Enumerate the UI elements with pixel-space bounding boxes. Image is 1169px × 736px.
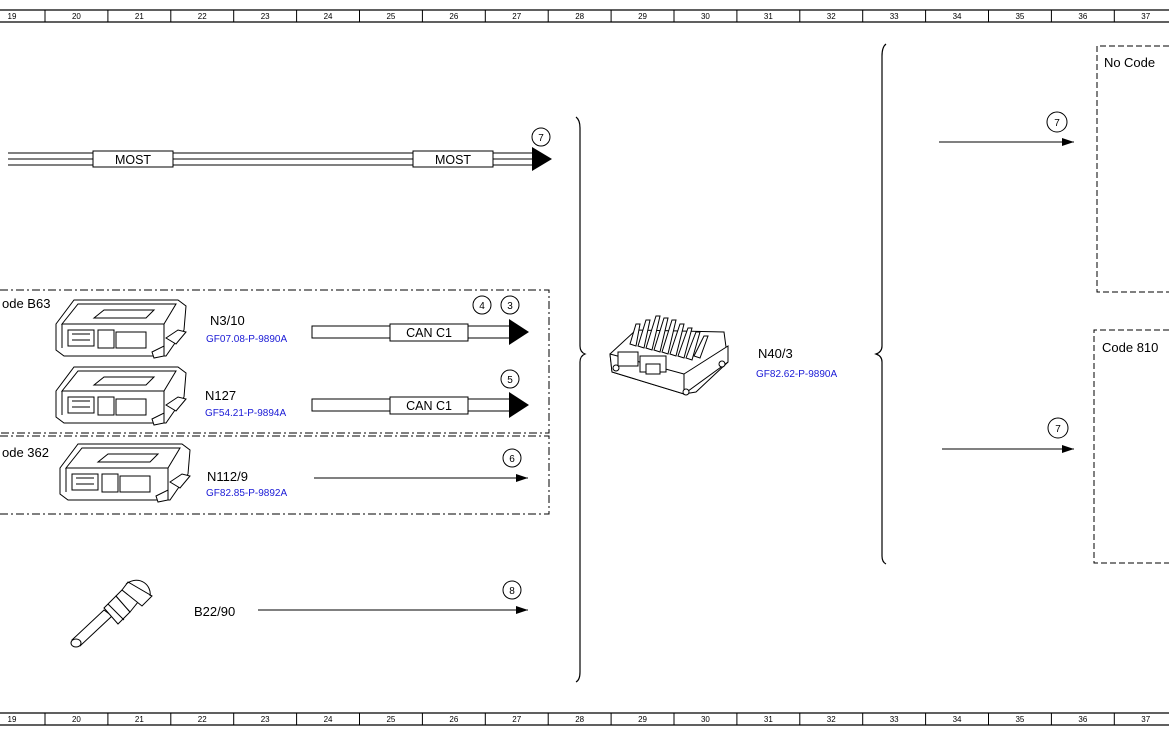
- variant-box-no-code: No Code: [1096, 45, 1169, 293]
- top-ruler-number: 22: [198, 12, 207, 21]
- variant-box-code-810: Code 810: [1093, 329, 1169, 564]
- most-bus-arrow: [532, 147, 552, 171]
- group-code-362: ode 362 N112/9 GF82.85-P-9892A 6: [0, 435, 550, 515]
- most-label-box[interactable]: MOST: [92, 150, 174, 168]
- sensor-icon[interactable]: [70, 579, 153, 648]
- output-brace: [874, 43, 887, 565]
- top-ruler-number: 29: [638, 12, 647, 21]
- box-title-prefix: No: [1104, 55, 1121, 70]
- can-bus: CAN C1: [311, 319, 529, 345]
- bottom-ruler-number: 29: [638, 715, 647, 724]
- top-ruler-number: 19: [8, 12, 17, 21]
- top-ruler-number: 25: [386, 12, 395, 21]
- can-bus: CAN C1: [311, 392, 529, 418]
- connector-number: 7: [1055, 424, 1061, 435]
- component-id: N112/9: [207, 469, 248, 484]
- control-module-icon[interactable]: [55, 366, 187, 426]
- bottom-ruler-number: 25: [386, 715, 395, 724]
- top-ruler-number: 24: [324, 12, 333, 21]
- top-ruler-number: 27: [512, 12, 521, 21]
- top-ruler-number: 34: [953, 12, 962, 21]
- component-id: B22/90: [194, 604, 235, 619]
- connector-marker[interactable]: 3: [500, 295, 520, 315]
- top-ruler-number: 26: [449, 12, 458, 21]
- connector-number: 5: [507, 375, 513, 386]
- bottom-ruler: 19 20 21 22 23 24 25 26 27 28 29 30 31 32 33 34 35 36 37: [0, 712, 1169, 726]
- bottom-ruler-number: 21: [135, 715, 144, 724]
- most-label-1: MOST: [115, 153, 151, 167]
- connector-number: 3: [507, 301, 513, 312]
- bottom-ruler-number: 36: [1078, 715, 1087, 724]
- connector-number: 8: [509, 586, 515, 597]
- bottom-ruler-number: 37: [1141, 715, 1150, 724]
- bottom-ruler-number: 34: [953, 715, 962, 724]
- bottom-ruler-number: 30: [701, 715, 710, 724]
- top-ruler-number: 35: [1015, 12, 1024, 21]
- can-label: CAN C1: [406, 399, 452, 413]
- group-code-b63: ode B63 N3/10 GF07.08-P-9890A CAN C1: [0, 289, 550, 434]
- top-ruler-number: 33: [890, 12, 899, 21]
- connector-number: 4: [479, 301, 485, 312]
- document-ref-link[interactable]: GF54.21-P-9894A: [205, 408, 286, 419]
- bottom-ruler-number: 35: [1015, 715, 1024, 724]
- connector-number: 7: [1054, 118, 1060, 129]
- bottom-ruler-number: 28: [575, 715, 584, 724]
- top-ruler-number: 30: [701, 12, 710, 21]
- connector-marker[interactable]: 5: [500, 369, 520, 389]
- group-code-b63-title: ode B63: [2, 296, 50, 311]
- bottom-ruler-number: 19: [8, 715, 17, 724]
- most-label-2: MOST: [435, 153, 471, 167]
- connector-marker[interactable]: 7: [1047, 417, 1069, 439]
- connector-marker[interactable]: 7: [531, 127, 551, 147]
- group-code-362-title: ode 362: [2, 445, 49, 460]
- component-id: N40/3: [758, 346, 793, 361]
- top-ruler-number: 23: [261, 12, 270, 21]
- bottom-ruler-number: 26: [449, 715, 458, 724]
- control-module-icon[interactable]: [55, 299, 187, 359]
- bottom-ruler-number: 20: [72, 715, 81, 724]
- input-brace: [575, 116, 587, 683]
- connector-marker[interactable]: 8: [502, 580, 522, 600]
- bottom-ruler-number: 22: [198, 715, 207, 724]
- can-label-box[interactable]: CAN C1: [389, 323, 469, 342]
- top-ruler-number: 32: [827, 12, 836, 21]
- bottom-ruler-number: 31: [764, 715, 773, 724]
- most-bus: MOST MOST 7: [8, 127, 552, 171]
- bottom-ruler-number: 32: [827, 715, 836, 724]
- connector-number: 7: [538, 133, 544, 144]
- top-ruler-number: 28: [575, 12, 584, 21]
- top-ruler-number: 31: [764, 12, 773, 21]
- box-title: Code 810: [1102, 340, 1158, 355]
- bottom-ruler-number: 24: [324, 715, 333, 724]
- box-title: Code: [1124, 55, 1155, 70]
- control-module-icon[interactable]: [59, 443, 191, 503]
- component-id: N127: [205, 388, 236, 403]
- document-ref-link[interactable]: GF82.85-P-9892A: [206, 488, 287, 499]
- control-unit-icon[interactable]: [609, 315, 729, 396]
- top-ruler-number: 21: [135, 12, 144, 21]
- top-ruler-number: 37: [1141, 12, 1150, 21]
- can-label: CAN C1: [406, 326, 452, 340]
- connector-marker[interactable]: 6: [502, 448, 522, 468]
- top-ruler-number: 20: [72, 12, 81, 21]
- bottom-ruler-number: 33: [890, 715, 899, 724]
- connector-number: 6: [509, 454, 515, 465]
- bottom-ruler-number: 27: [512, 715, 521, 724]
- component-id: N3/10: [210, 313, 245, 328]
- bottom-ruler-number: 23: [261, 715, 270, 724]
- top-ruler: 19 20 21 22 23 24 25 26 27 28 29 30 31 32 33 34 35 36 37: [0, 9, 1169, 23]
- most-label-box[interactable]: MOST: [412, 150, 494, 168]
- document-ref-link[interactable]: GF07.08-P-9890A: [206, 334, 287, 345]
- connector-marker[interactable]: 4: [472, 295, 492, 315]
- document-ref-link[interactable]: GF82.62-P-9890A: [756, 369, 837, 380]
- connector-marker[interactable]: 7: [1046, 111, 1068, 133]
- can-label-box[interactable]: CAN C1: [389, 396, 469, 415]
- top-ruler-number: 36: [1078, 12, 1087, 21]
